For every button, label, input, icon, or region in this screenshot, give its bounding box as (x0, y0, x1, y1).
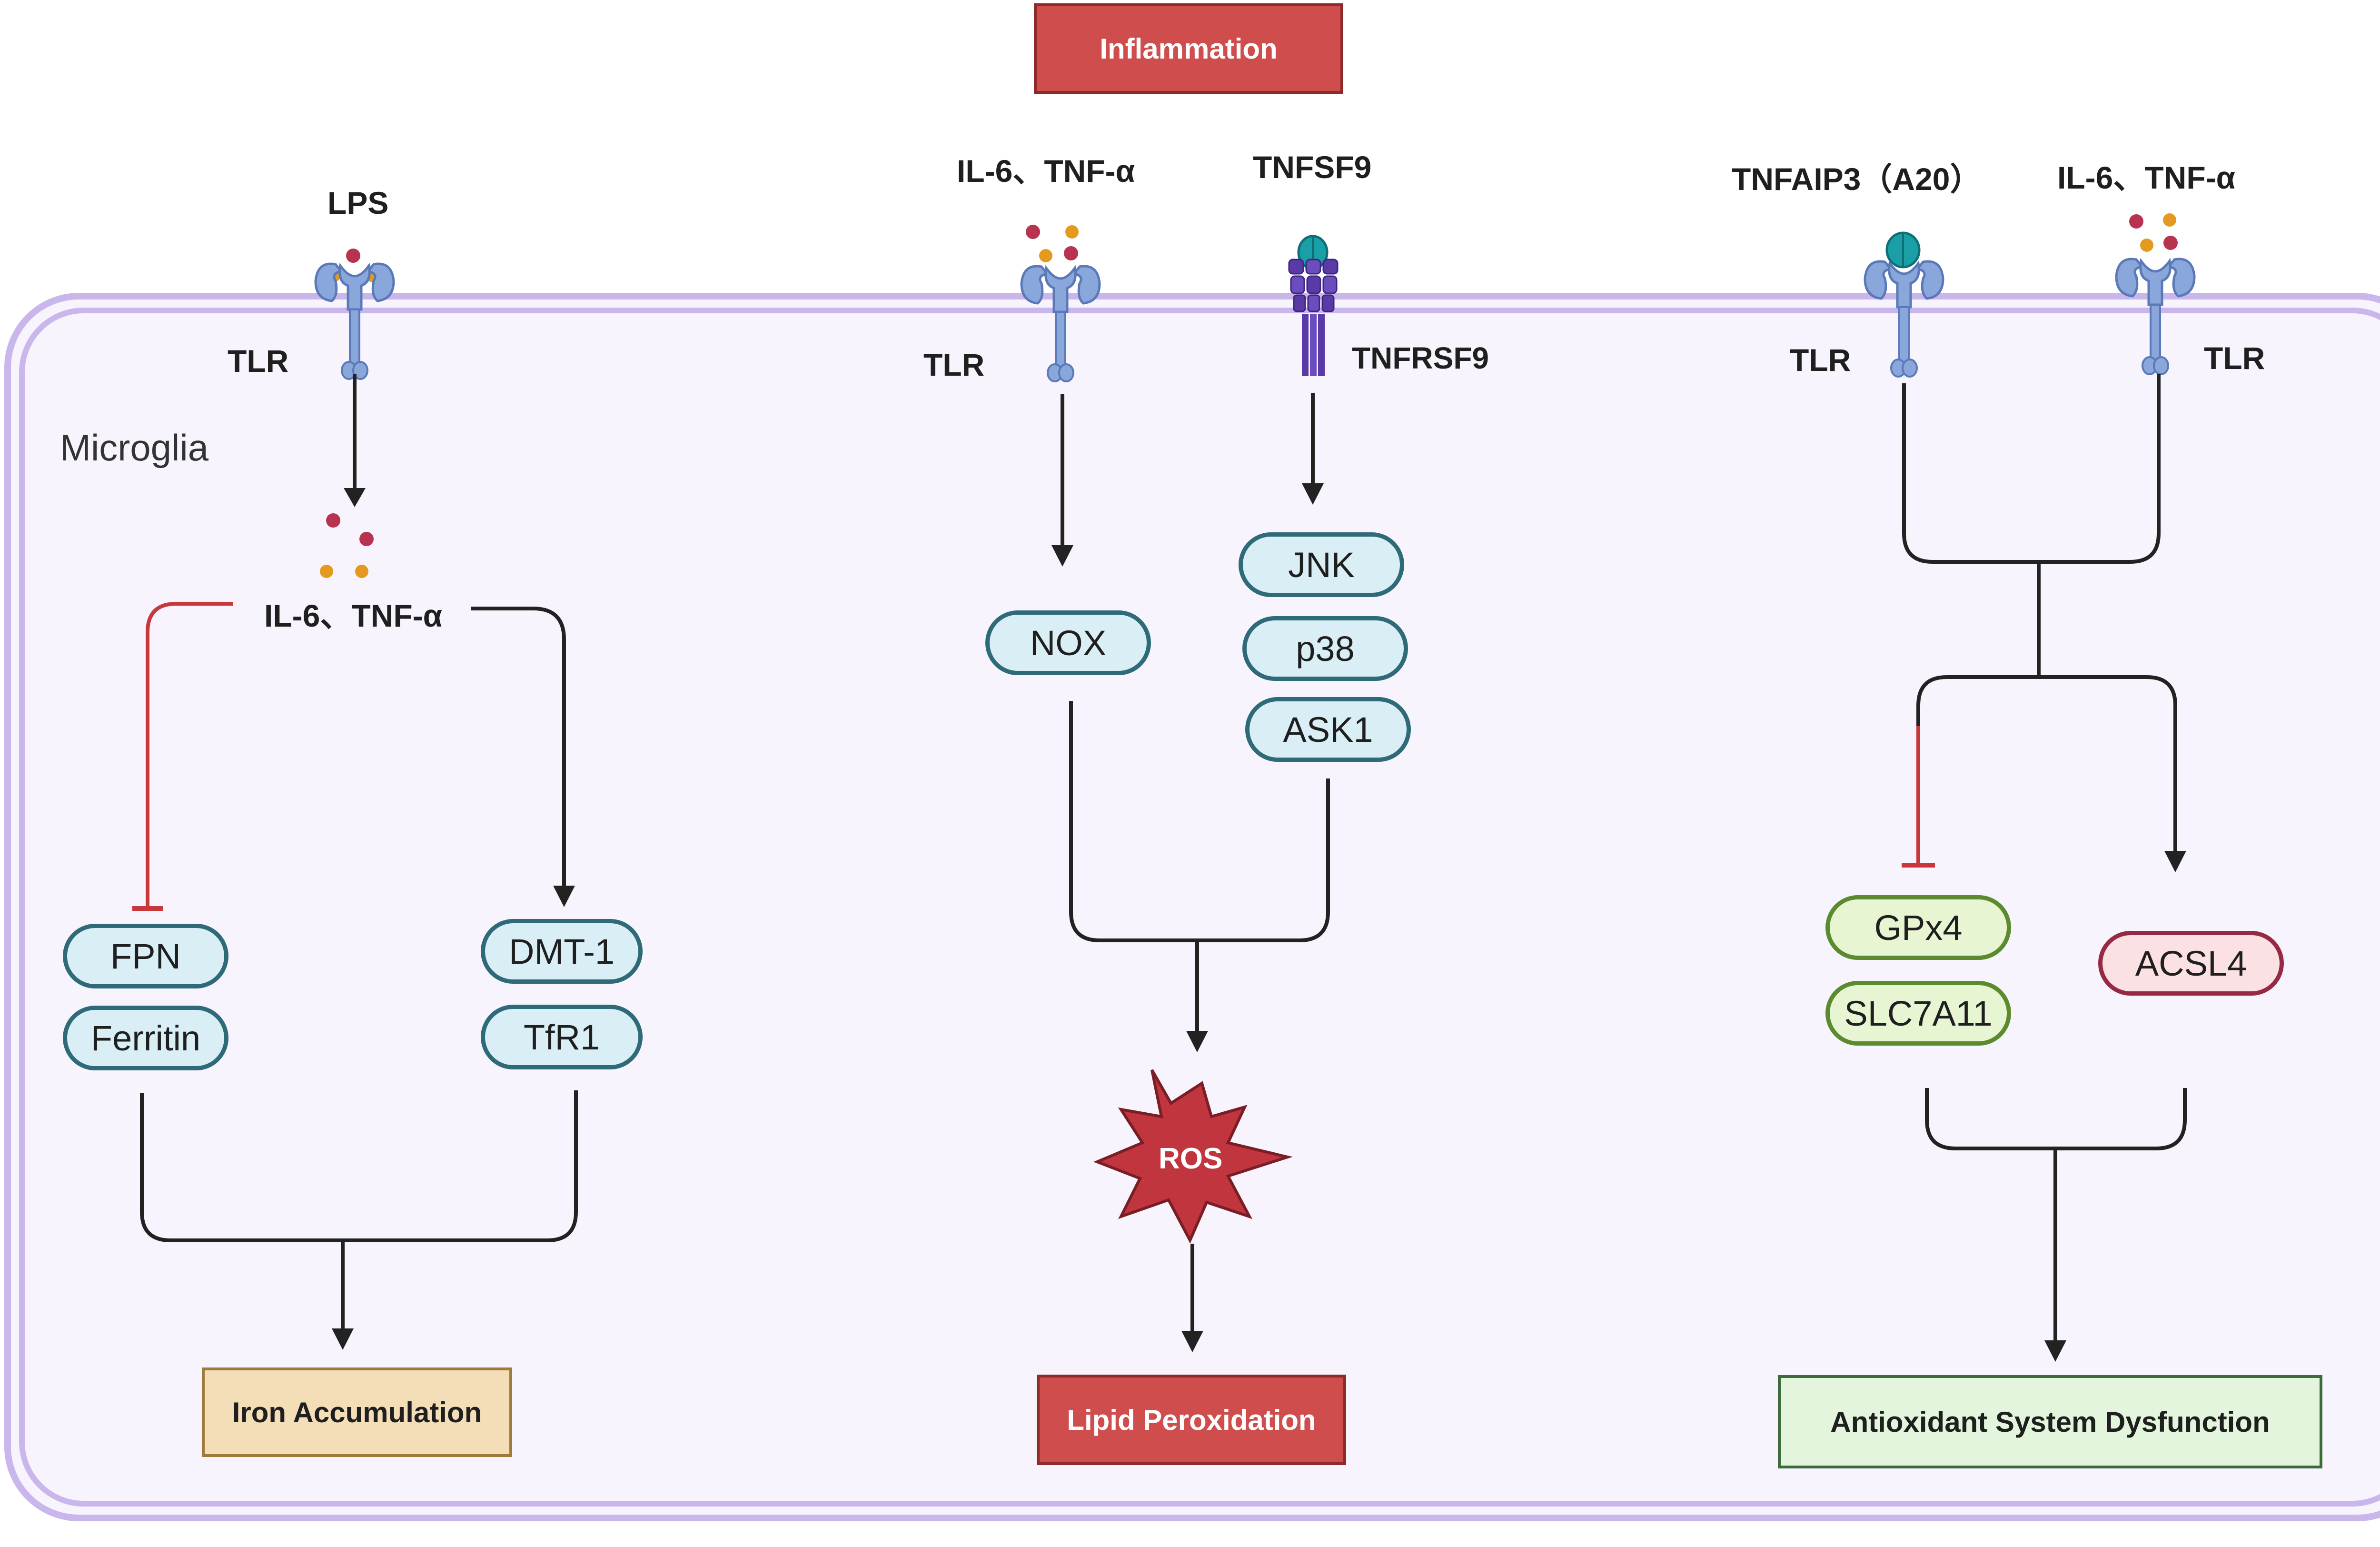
gpx4-node: GPx4 (1825, 895, 2011, 960)
lipid-peroxidation-label: Lipid Peroxidation (1067, 1404, 1316, 1436)
jnk-label: JNK (1288, 545, 1355, 585)
merge-bracket (1069, 701, 1330, 942)
ferritin-node: Ferritin (63, 1006, 228, 1070)
cytokine-dot-icon (2129, 214, 2143, 229)
ask1-label: ASK1 (1283, 709, 1373, 749)
iron-accumulation-label: Iron Accumulation (232, 1396, 482, 1428)
tlr-label-middle: TLR (923, 347, 985, 382)
arrow-head (1186, 1031, 1208, 1052)
dmt1-node: DMT-1 (481, 919, 643, 984)
cytokine-dot-icon (355, 565, 368, 578)
slc7a11-node: SLC7A11 (1825, 981, 2011, 1046)
cytokine-dot-icon (320, 565, 333, 578)
split-bracket (1916, 675, 2177, 729)
cytokine-dot-icon (2140, 239, 2153, 252)
ros-label: ROS (1159, 1142, 1223, 1175)
nox-label: NOX (1030, 623, 1107, 663)
iron-accumulation-box: Iron Accumulation (202, 1367, 512, 1457)
a20-ligand-icon (1885, 231, 1921, 269)
tnfrsf9-receptor-icon (1288, 235, 1339, 376)
fpn-node: FPN (63, 924, 228, 988)
tlr-label-right-b: TLR (2204, 340, 2265, 376)
merge-bracket (1902, 374, 2161, 564)
a20-label: TNFAIP3（A20） (1732, 161, 1982, 197)
arrow-head (344, 488, 366, 507)
gpx4-label: GPx4 (1874, 908, 1963, 948)
cell-label: Microglia (60, 427, 209, 469)
inflammation-label: Inflammation (1100, 32, 1278, 65)
lipid-peroxidation-box: Lipid Peroxidation (1037, 1375, 1346, 1465)
tfr1-label: TfR1 (523, 1017, 600, 1057)
arrow-head (1181, 1331, 1203, 1352)
arrow-head (332, 1328, 354, 1350)
acsl4-label: ACSL4 (2135, 943, 2247, 983)
nox-node: NOX (985, 610, 1151, 675)
cytokine-dot-icon (326, 513, 340, 528)
tlr-label-right-a: TLR (1790, 342, 1851, 378)
merge-bracket (140, 1090, 578, 1242)
cytokine-dot-icon (359, 532, 374, 546)
cytokine-dot-icon (1026, 225, 1040, 239)
p38-label: p38 (1296, 629, 1355, 669)
jnk-node: JNK (1239, 532, 1404, 597)
cytokines-label-right: IL-6、TNF-α (2057, 160, 2236, 195)
arrow-head (2164, 851, 2186, 872)
ros-burst-icon (1093, 1069, 1293, 1244)
fpn-label: FPN (110, 936, 181, 976)
arrow-head (1051, 545, 1073, 567)
cell-membrane-inner (19, 308, 2380, 1507)
tnfrsf9-label: TNFRSF9 (1352, 341, 1489, 375)
slc7a11-label: SLC7A11 (1844, 993, 1993, 1033)
p38-node: p38 (1242, 616, 1408, 681)
cytokine-dot-icon (2163, 213, 2176, 227)
tlr-label: TLR (228, 343, 289, 379)
cytokine-dot-icon (1064, 246, 1078, 260)
cell-membrane-outer (4, 293, 2380, 1521)
inflammation-box: Inflammation (1034, 3, 1343, 94)
antioxidant-dysfunction-label: Antioxidant System Dysfunction (1830, 1406, 2270, 1438)
tfr1-node: TfR1 (481, 1005, 643, 1069)
lps-label: LPS (327, 185, 389, 220)
ask1-node: ASK1 (1245, 697, 1411, 762)
arrow-head (553, 886, 575, 907)
arrow-head (2044, 1340, 2066, 1362)
cytokines-label-middle: IL-6、TNF-α (957, 153, 1135, 189)
ferritin-label: Ferritin (90, 1018, 201, 1058)
cytokine-dot-icon (346, 249, 360, 263)
antioxidant-dysfunction-box: Antioxidant System Dysfunction (1778, 1375, 2322, 1468)
dmt1-label: DMT-1 (509, 931, 615, 971)
cytokine-dot-icon (1039, 249, 1052, 262)
arrow-line (471, 607, 566, 889)
cytokine-dot-icon (1065, 225, 1079, 239)
arrow-head (1302, 483, 1324, 505)
inhibit-line (146, 602, 233, 908)
acsl4-node: ACSL4 (2098, 931, 2284, 996)
cytokines-label: IL-6、TNF-α (264, 598, 443, 633)
cytokine-dot-icon (2163, 236, 2178, 250)
tnfsf9-label: TNFSF9 (1253, 150, 1372, 185)
